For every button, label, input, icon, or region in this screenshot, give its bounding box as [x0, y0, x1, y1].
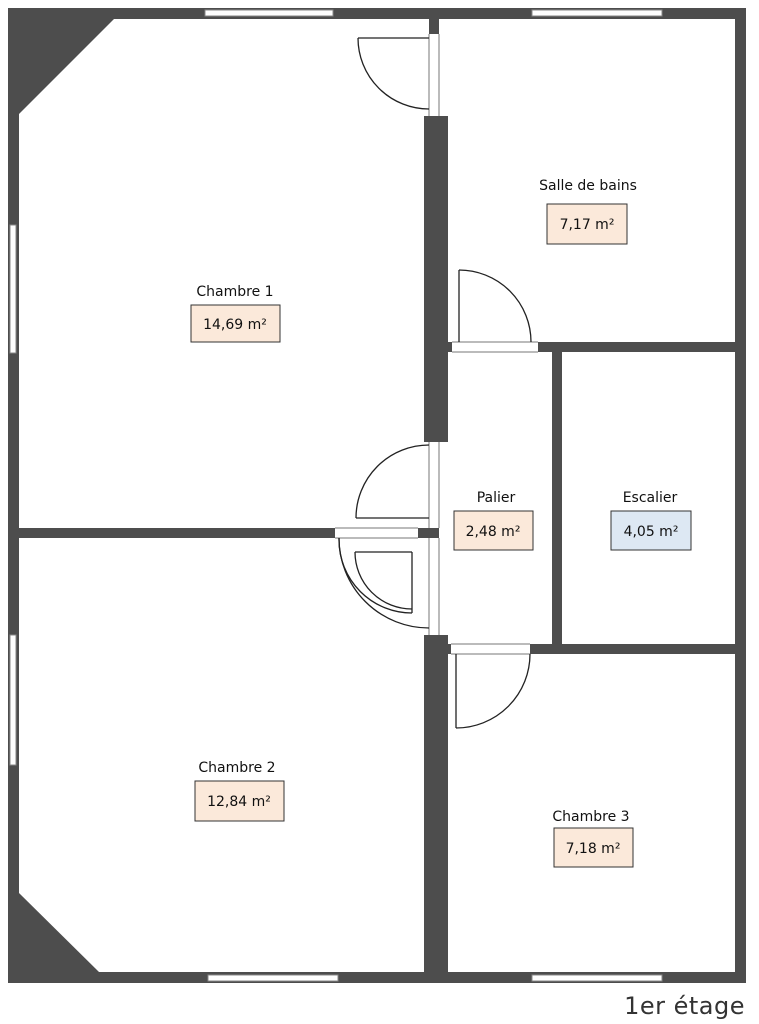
area-value: 12,84 m²: [207, 794, 271, 810]
room-salle-de-bains: Salle de bains 7,17 m²: [539, 178, 637, 245]
area-value: 7,17 m²: [560, 217, 615, 233]
room-name: Salle de bains: [539, 178, 637, 194]
area-value: 14,69 m²: [203, 317, 267, 333]
windows: [9, 9, 663, 982]
room-name: Escalier: [623, 490, 678, 506]
room-chambre-2: Chambre 2 12,84 m²: [194, 760, 285, 822]
window-bottom-right: [531, 974, 663, 982]
area-box: [553, 827, 634, 868]
window-left-upper: [9, 224, 17, 354]
area-box: [190, 304, 281, 343]
door-palier-upper: [355, 444, 430, 519]
door-palier-lower: [338, 537, 430, 629]
window-bottom-left: [207, 974, 339, 982]
room-labels: Chambre 1 14,69 m² Salle de bains 7,17 m…: [190, 178, 692, 868]
window-top-left: [204, 9, 334, 17]
doors: [338, 37, 532, 729]
room-name: Chambre 2: [198, 760, 275, 776]
room-name: Chambre 1: [196, 284, 273, 300]
door-chambre-3: [455, 653, 531, 729]
outer-walls: [8, 8, 746, 983]
window-left-lower: [9, 634, 17, 766]
room-name: Palier: [477, 490, 516, 506]
area-value: 7,18 m²: [566, 841, 621, 857]
area-box: [610, 510, 692, 551]
area-box: [546, 203, 628, 245]
room-chambre-3: Chambre 3 7,18 m²: [552, 809, 634, 868]
interior-walls: [19, 19, 735, 983]
room-palier: Palier 2,48 m²: [453, 490, 534, 551]
door-openings: [335, 34, 538, 655]
door-chambre-2: [338, 538, 413, 614]
area-box: [453, 510, 534, 551]
door-chambre-1: [357, 37, 430, 110]
window-top-right: [531, 9, 663, 17]
door-salle-de-bains: [458, 269, 532, 343]
room-name: Chambre 3: [552, 809, 629, 825]
area-value: 2,48 m²: [466, 524, 521, 540]
floor-label: 1er étage: [624, 992, 745, 1020]
room-chambre-1: Chambre 1 14,69 m²: [190, 284, 281, 343]
area-value: 4,05 m²: [624, 524, 679, 540]
room-escalier: Escalier 4,05 m²: [610, 490, 692, 551]
area-box: [194, 780, 285, 822]
